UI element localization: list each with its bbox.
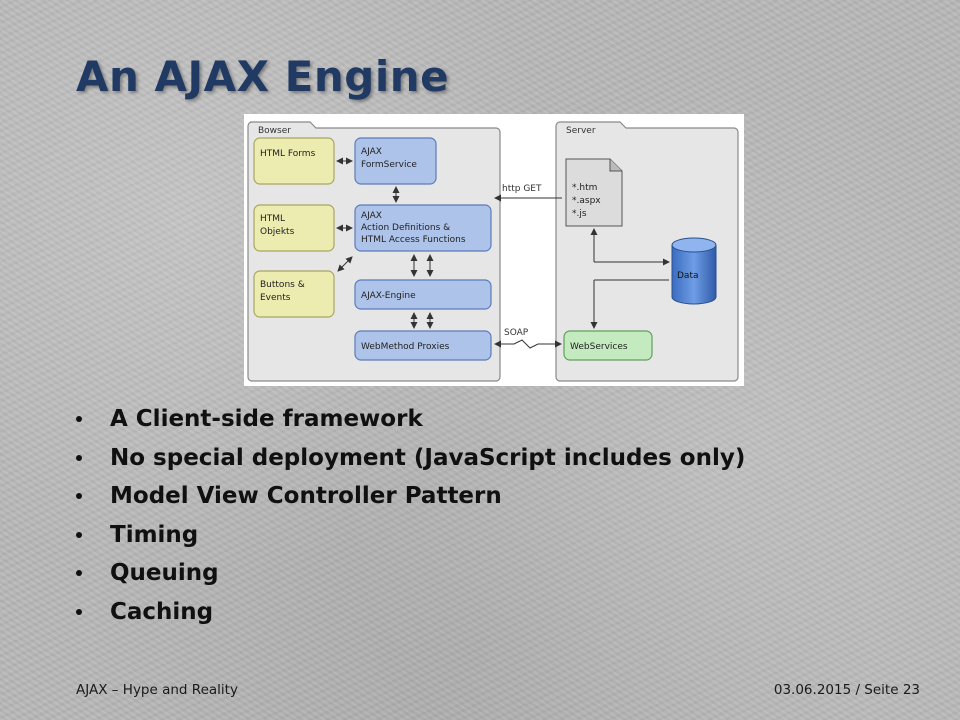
bullet-item: Queuing xyxy=(76,556,745,595)
browser-panel-label: Bowser xyxy=(258,126,291,136)
browser-item-buttons-events-line1: Buttons & xyxy=(260,280,305,290)
bullet-item: No special deployment (JavaScript includ… xyxy=(76,441,745,480)
diagram-arrows xyxy=(336,157,670,349)
footer-date-page: 03.06.2015 / Seite 23 xyxy=(773,682,920,698)
svg-text:Buttons & Events: Buttons & Events xyxy=(260,280,308,303)
bullet-text: Queuing xyxy=(110,560,219,586)
data-cylinder-label: Data xyxy=(677,271,699,281)
server-file-htm: *.htm xyxy=(572,183,597,193)
svg-text:AJAX FormService: AJAX FormService xyxy=(361,147,417,170)
svg-text:*.htm *.aspx *.js: *.htm *.aspx *.js xyxy=(572,183,603,219)
server-panel-label: Server xyxy=(566,126,596,136)
browser-item-html-forms: HTML Forms xyxy=(253,137,335,185)
svg-text:AJAX-Engine: AJAX-Engine xyxy=(361,291,416,301)
ajax-item-action-definitions-line1: AJAX xyxy=(361,211,382,221)
bullet-dot xyxy=(76,570,82,576)
soap-label: SOAP xyxy=(504,328,529,338)
ajax-item-action-definitions-line3: HTML Access Functions xyxy=(361,235,466,245)
bullet-dot xyxy=(76,454,82,461)
ajax-item-webmethod-proxies-line1: WebMethod Proxies xyxy=(361,342,450,352)
server-file-aspx: *.aspx xyxy=(572,196,601,206)
http-get-label: http GET xyxy=(502,184,542,194)
bullet-text: Caching xyxy=(110,598,214,625)
ajax-item-webmethod-proxies: WebMethod Proxies xyxy=(354,330,492,361)
server-files-document-icon: *.htm *.aspx *.js xyxy=(565,158,623,227)
ajax-item-formservice-line2: FormService xyxy=(361,160,417,170)
svg-text:AJAX Action Definitions: AJAX Action Definitions & HTML Access Fu… xyxy=(361,211,466,245)
bullet-text: Timing xyxy=(110,521,199,548)
browser-item-html-objekts-line2: Objekts xyxy=(260,227,295,237)
bullet-item: Model View Controller Pattern xyxy=(76,479,745,518)
slide-title: An AJAX Engine xyxy=(76,52,450,101)
webservices-box: WebServices xyxy=(563,330,653,361)
ajax-architecture-diagram: Bowser Server HTML Forms HTML Objekts Bu… xyxy=(244,114,744,386)
webservices-label: WebServices xyxy=(570,342,628,352)
browser-item-html-objekts: HTML Objekts xyxy=(253,204,335,252)
ajax-item-engine-line1: AJAX-Engine xyxy=(361,291,416,301)
bullet-text: A Client-side framework xyxy=(110,406,423,432)
ajax-item-engine: AJAX-Engine xyxy=(354,279,492,310)
svg-text:WebMethod Proxies: WebMethod Proxies xyxy=(361,342,450,352)
bullet-dot xyxy=(76,416,82,422)
browser-item-buttons-events: Buttons & Events xyxy=(253,270,335,318)
browser-item-html-objekts-line1: HTML xyxy=(260,214,285,224)
server-file-js: *.js xyxy=(572,209,587,219)
bullet-item: Timing xyxy=(76,518,745,557)
ajax-item-formservice: AJAX FormService xyxy=(354,137,437,185)
browser-item-buttons-events-line2: Events xyxy=(260,293,291,303)
svg-text:HTML Objekts: HTML Objekts xyxy=(260,214,295,237)
bullet-list: A Client-side framework No special deplo… xyxy=(76,402,745,633)
bullet-dot xyxy=(76,608,82,615)
bullet-item: Caching xyxy=(76,595,745,634)
footer-presentation-title: AJAX – Hype and Reality xyxy=(76,682,238,698)
bullet-dot xyxy=(76,493,82,499)
ajax-item-formservice-line1: AJAX xyxy=(361,147,382,157)
bullet-text: No special deployment (JavaScript includ… xyxy=(110,444,746,471)
bullet-dot xyxy=(76,531,82,538)
data-cylinder-icon: Data xyxy=(671,237,717,305)
bullet-text: Model View Controller Pattern xyxy=(110,483,502,509)
browser-item-html-forms-line1: HTML Forms xyxy=(260,149,316,159)
bullet-item: A Client-side framework xyxy=(76,402,745,441)
ajax-item-action-definitions: AJAX Action Definitions & HTML Access Fu… xyxy=(354,204,492,252)
svg-text:HTML Forms: HTML Forms xyxy=(260,149,316,159)
ajax-item-action-definitions-line2: Action Definitions & xyxy=(361,223,450,233)
